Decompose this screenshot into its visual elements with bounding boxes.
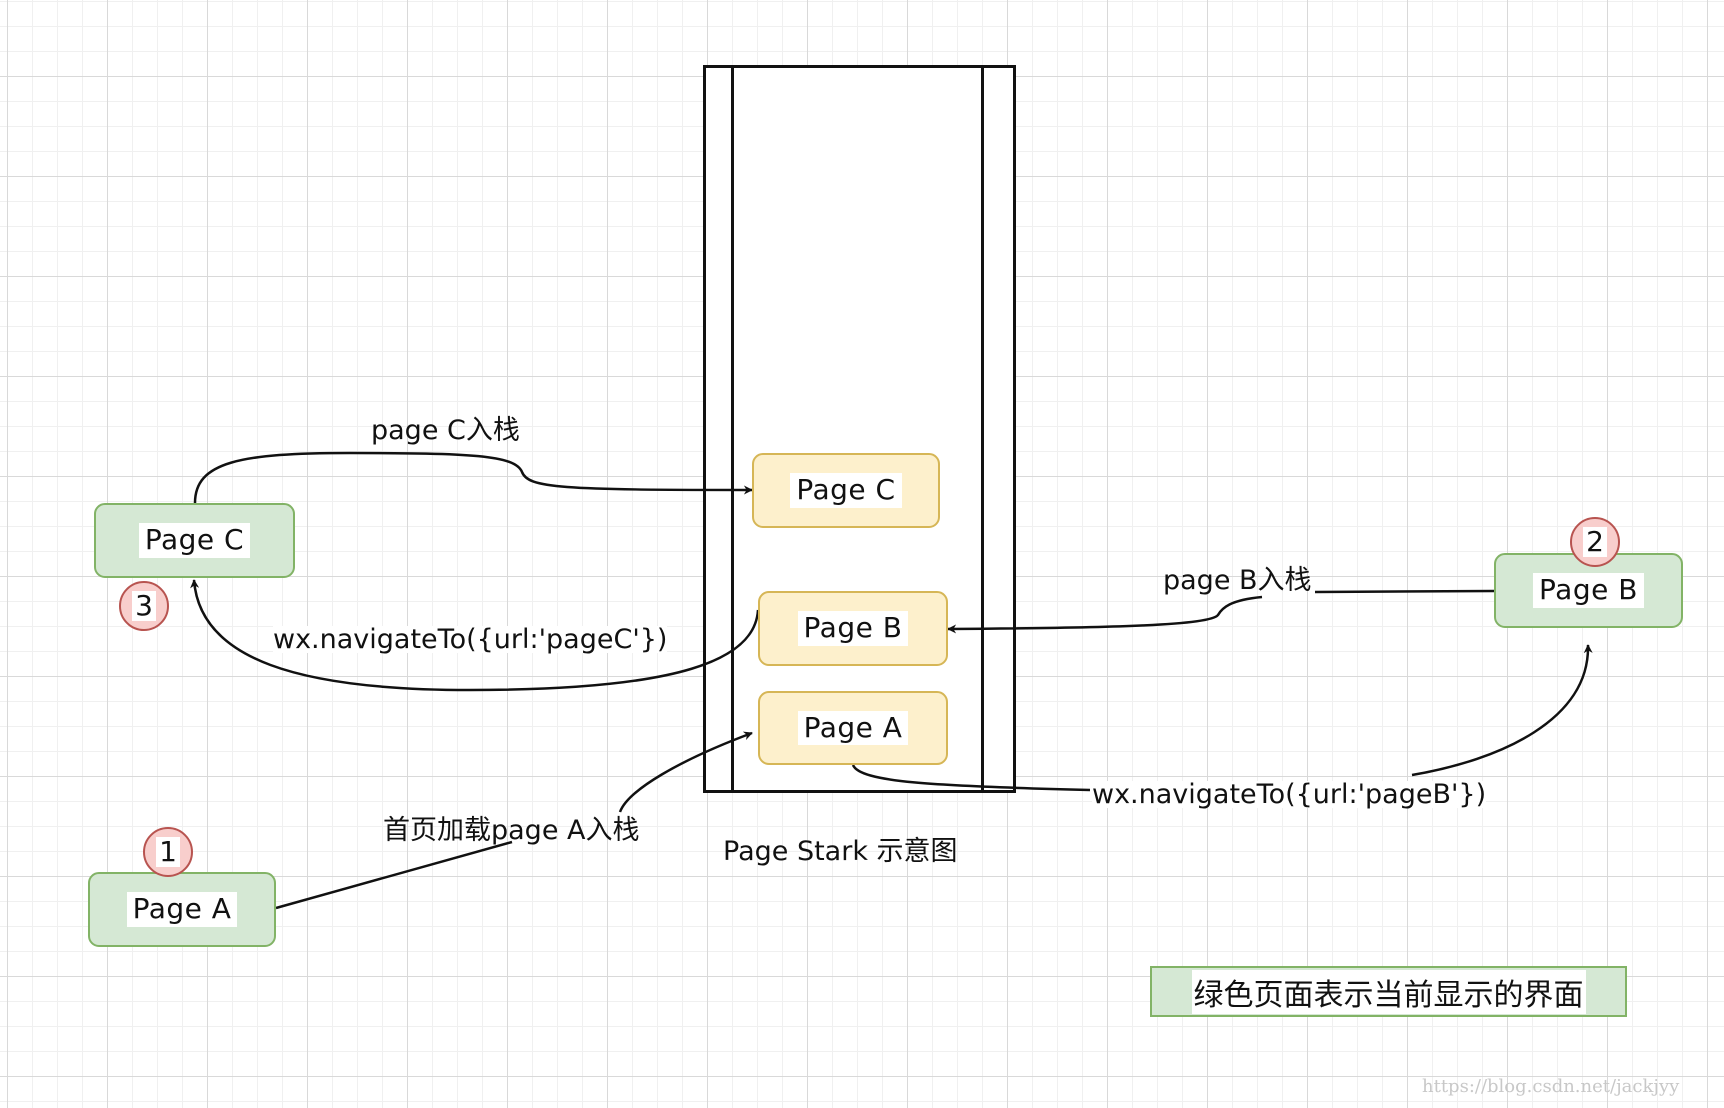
stack-node-page-c-label: Page C [790,473,902,508]
edge-navigate-b-label: wx.navigateTo({url:'pageB'}) [1092,779,1487,810]
page-stack-right-rail [981,65,984,790]
edge-navigate-c [190,579,760,692]
stack-node-page-b-label: Page B [797,611,909,646]
legend-box: 绿色页面表示当前显示的界面 [1150,966,1627,1017]
edge-navigate-b [851,645,1588,792]
edge-load-a [275,733,752,910]
screen-node-page-c[interactable]: Page C [94,503,295,578]
step-badge-2-number: 2 [1583,526,1607,558]
stack-node-page-a[interactable]: Page A [758,691,948,765]
step-badge-3-number: 3 [132,590,156,622]
screen-node-page-a[interactable]: Page A [88,872,276,947]
edge-push-b-label: page B入栈 [1163,565,1312,596]
edge-load-a-label: 首页加载page A入栈 [383,815,640,846]
screen-node-page-b[interactable]: Page B [1494,553,1683,628]
screen-node-page-b-label: Page B [1533,573,1644,608]
stack-node-page-a-label: Page A [797,710,909,746]
stack-title: Page Stark 示意图 [723,836,958,867]
watermark: https://blog.csdn.net/jackjyy [1422,1076,1680,1097]
step-badge-1-number: 1 [156,836,180,868]
edge-push-c-label: page C入栈 [371,415,520,446]
legend-text: 绿色页面表示当前显示的界面 [1191,969,1586,1014]
stack-node-page-c[interactable]: Page C [752,453,940,528]
step-badge-3: 3 [119,581,169,631]
step-badge-1: 1 [143,827,193,877]
edge-navigate-c-label: wx.navigateTo({url:'pageC'}) [273,624,668,655]
screen-node-page-c-label: Page C [138,523,251,558]
screen-node-page-a-label: Page A [126,892,238,927]
edge-push-c [193,451,753,504]
page-stack-container [703,65,1016,793]
stack-node-page-b[interactable]: Page B [758,591,948,666]
edge-push-b [948,589,1495,629]
step-badge-2: 2 [1570,517,1620,567]
page-stack-left-rail [731,65,734,790]
